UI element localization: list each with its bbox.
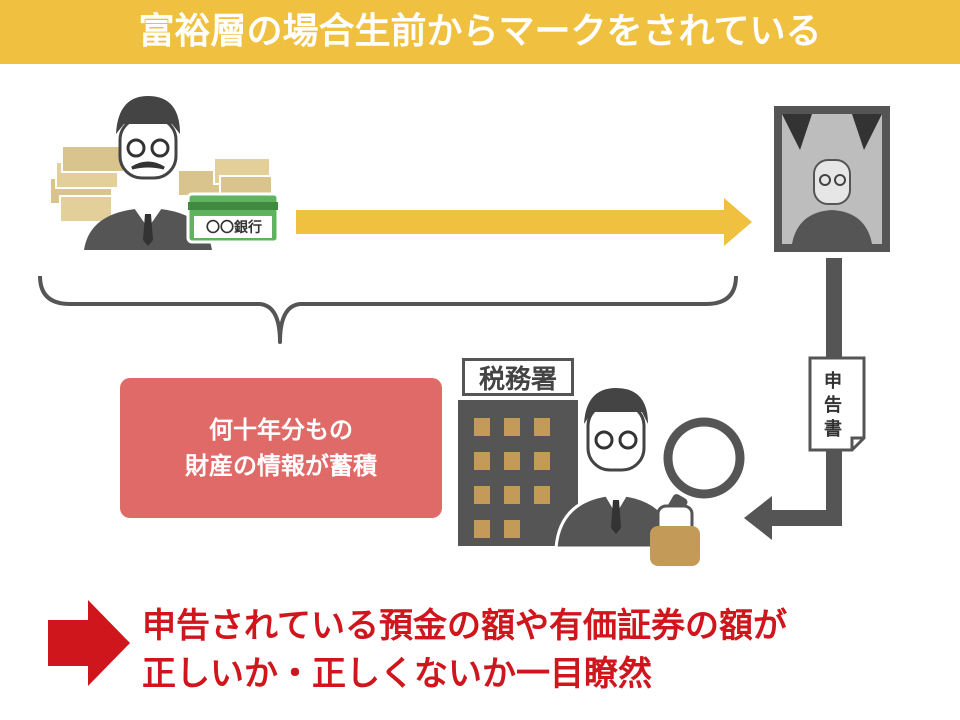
memorial-portrait-icon	[774, 106, 890, 252]
conclusion-line2: 正しいか・正しくないか一目瞭然	[142, 654, 652, 694]
conclusion-line1: 申告されている預金の額や有価証券の額が	[142, 606, 787, 646]
rich-man-icon	[84, 96, 212, 250]
document-char: 書	[824, 419, 842, 440]
tax-return-document-icon	[808, 356, 866, 452]
bank-card-icon	[186, 192, 280, 244]
tax-office-sign: 税務署	[462, 358, 574, 396]
info-box-line2: 財産の情報が蓄積	[185, 452, 377, 480]
bank-card-label: 〇〇銀行	[206, 220, 262, 236]
info-box-line1: 何十年分もの	[209, 416, 353, 444]
document-char: 告	[824, 395, 842, 416]
brace	[38, 275, 738, 344]
red-arrow-icon	[48, 600, 130, 686]
page-title: 富裕層の場合生前からマークをされている	[0, 0, 960, 64]
diagram-canvas	[38, 96, 890, 686]
conclusion-text: 申告されている預金の額や有価証券の額が 正しいか・正しくないか一目瞭然	[142, 602, 942, 698]
magnifier-icon	[650, 417, 745, 566]
tax-office-building-icon	[458, 400, 578, 546]
flow-arrow	[296, 198, 752, 246]
document-char: 申	[824, 371, 842, 392]
document-label: 申 告 書	[820, 370, 846, 442]
info-box: 何十年分もの 財産の情報が蓄積	[120, 378, 442, 518]
